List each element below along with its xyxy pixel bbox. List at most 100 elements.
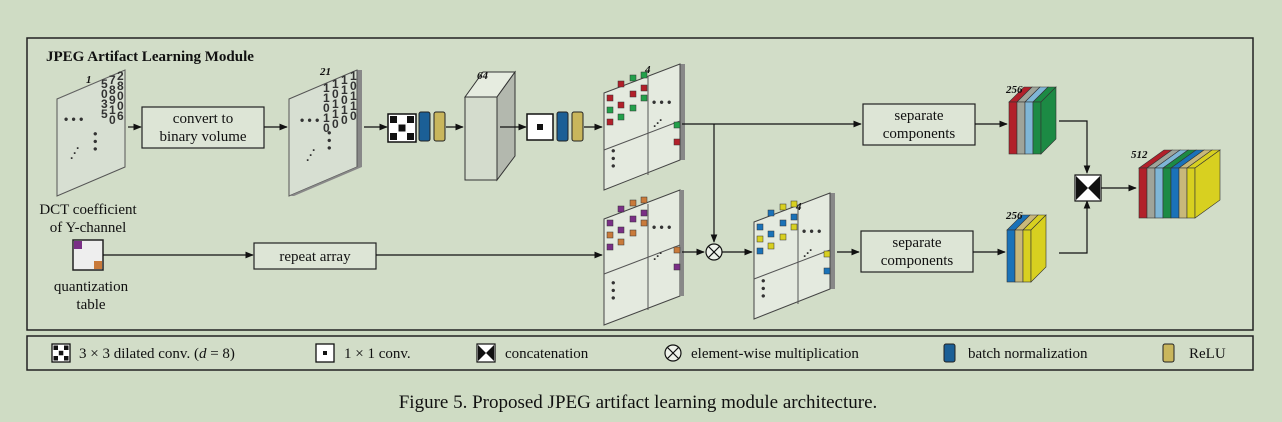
svg-text:·: · [806,246,810,260]
grid-mark [779,219,787,227]
grid-mark [767,242,775,250]
grid-mark [629,199,637,207]
svg-text:• • •: • • • [606,149,620,168]
svg-text:·: · [659,113,663,127]
stack-slice [1162,167,1172,219]
grid-mark [629,104,637,112]
svg-text:·: · [312,143,316,157]
stack-slice [1024,101,1034,155]
stack-slice [1146,167,1156,219]
svg-text:·: · [306,153,310,167]
binary-digit: 0 [332,117,339,131]
grid-mark [640,71,648,79]
concat-feature-stack-512 [1138,149,1221,219]
svg-text:·: · [653,119,657,133]
separate-bottom-line1: separate [892,235,941,251]
legend-dilated-conv: 3 × 3 dilated conv. (d = 8) [51,343,235,363]
grid-mark [790,213,798,221]
svg-text:• • •: • • • [322,131,336,150]
grid-mark [756,235,764,243]
legend-relu: ReLU [1162,343,1226,363]
legend-dilated-italic: d [199,346,207,362]
binary-digit: 0 [323,101,330,115]
svg-text:·: · [653,252,657,266]
binary-digit: 1 [332,107,339,121]
grid-mark [606,231,614,239]
binary-digit: 0 [350,79,357,93]
binary-digit: 1 [350,99,357,113]
grid-mark [629,215,637,223]
svg-text:• • •: • • • [802,224,821,238]
stack-slice [1032,101,1042,155]
svg-text:• • •: • • • [606,281,620,300]
figure-caption: Figure 5. Proposed JPEG artifact learnin… [399,392,878,413]
grid-mark [606,243,614,251]
module-title: JPEG Artifact Learning Module [46,49,254,65]
convert-box-line2: binary volume [159,129,246,145]
legend-pointwise-label: 1 × 1 conv. [344,346,411,362]
dct-digit: 0 [117,89,124,103]
svg-text:• • •: • • • [64,112,83,126]
concatenation-node [1074,174,1102,202]
top-stack-count: 256 [1005,84,1023,96]
binary-digit: 0 [350,109,357,123]
binary-digit: 0 [323,121,330,135]
bottom-stack-count: 256 [1005,210,1023,222]
stack-slice [1016,101,1026,155]
grid-mark [640,219,648,227]
svg-text:·: · [76,141,80,155]
svg-text:·: · [70,151,74,165]
grid-mark [606,106,614,114]
dct-digit: 8 [109,83,116,97]
binary-digit: 1 [341,73,348,87]
multiplication-node [705,243,723,261]
separate-bottom-box [860,230,974,273]
legend-multiplication: element-wise multiplication [664,344,859,362]
svg-text:• • •: • • • [300,113,319,127]
grid-mark [756,247,764,255]
binary-channel-count: 21 [319,66,331,78]
grid-mark [617,113,625,121]
grid-mark [673,263,681,271]
channels-64-label: 64 [477,70,489,82]
grid-mark [629,229,637,237]
svg-text:·: · [659,246,663,260]
convert-box [141,106,265,149]
separate-bottom-line2: components [881,253,954,269]
stack-slice [1138,167,1148,219]
grid-mark [617,101,625,109]
top-grid-count: 4 [644,64,651,76]
stack-slice [1014,229,1024,283]
dct-digit: 3 [101,97,108,111]
svg-text:·: · [803,249,807,263]
grid-mark [779,203,787,211]
repeat-array-label: repeat array [279,249,351,265]
stack-slice [1022,229,1032,283]
binary-digit: 0 [341,113,348,127]
grid-mark [640,196,648,204]
relu-icon [1162,343,1175,363]
grid-mark [823,267,831,275]
svg-text:• • •: • • • [88,132,102,151]
svg-text:·: · [73,146,77,160]
stack-side [1040,86,1057,155]
dct-digit: 0 [109,113,116,127]
pointwise-conv-icon [315,343,335,363]
dct-label-line1: DCT coefficient [39,202,137,218]
dct-digit: 1 [109,103,116,117]
grid-mark [673,121,681,129]
binary-digit: 1 [350,69,357,83]
batch-norm-block-1 [418,111,431,142]
binary-digit: 1 [350,89,357,103]
svg-text:·: · [656,116,660,130]
legend-batch-norm: batch normalization [943,343,1088,363]
grid-mark [673,138,681,146]
quantization-label-line1: quantization [54,279,129,295]
binary-digit: 1 [323,81,330,95]
dct-digit: 8 [117,79,124,93]
binary-digit: 1 [341,83,348,97]
arrow-bottom-stack-to-concat [1059,200,1091,254]
arrow-top-stack-to-concat [1059,120,1091,174]
relu-block-1 [433,111,446,142]
